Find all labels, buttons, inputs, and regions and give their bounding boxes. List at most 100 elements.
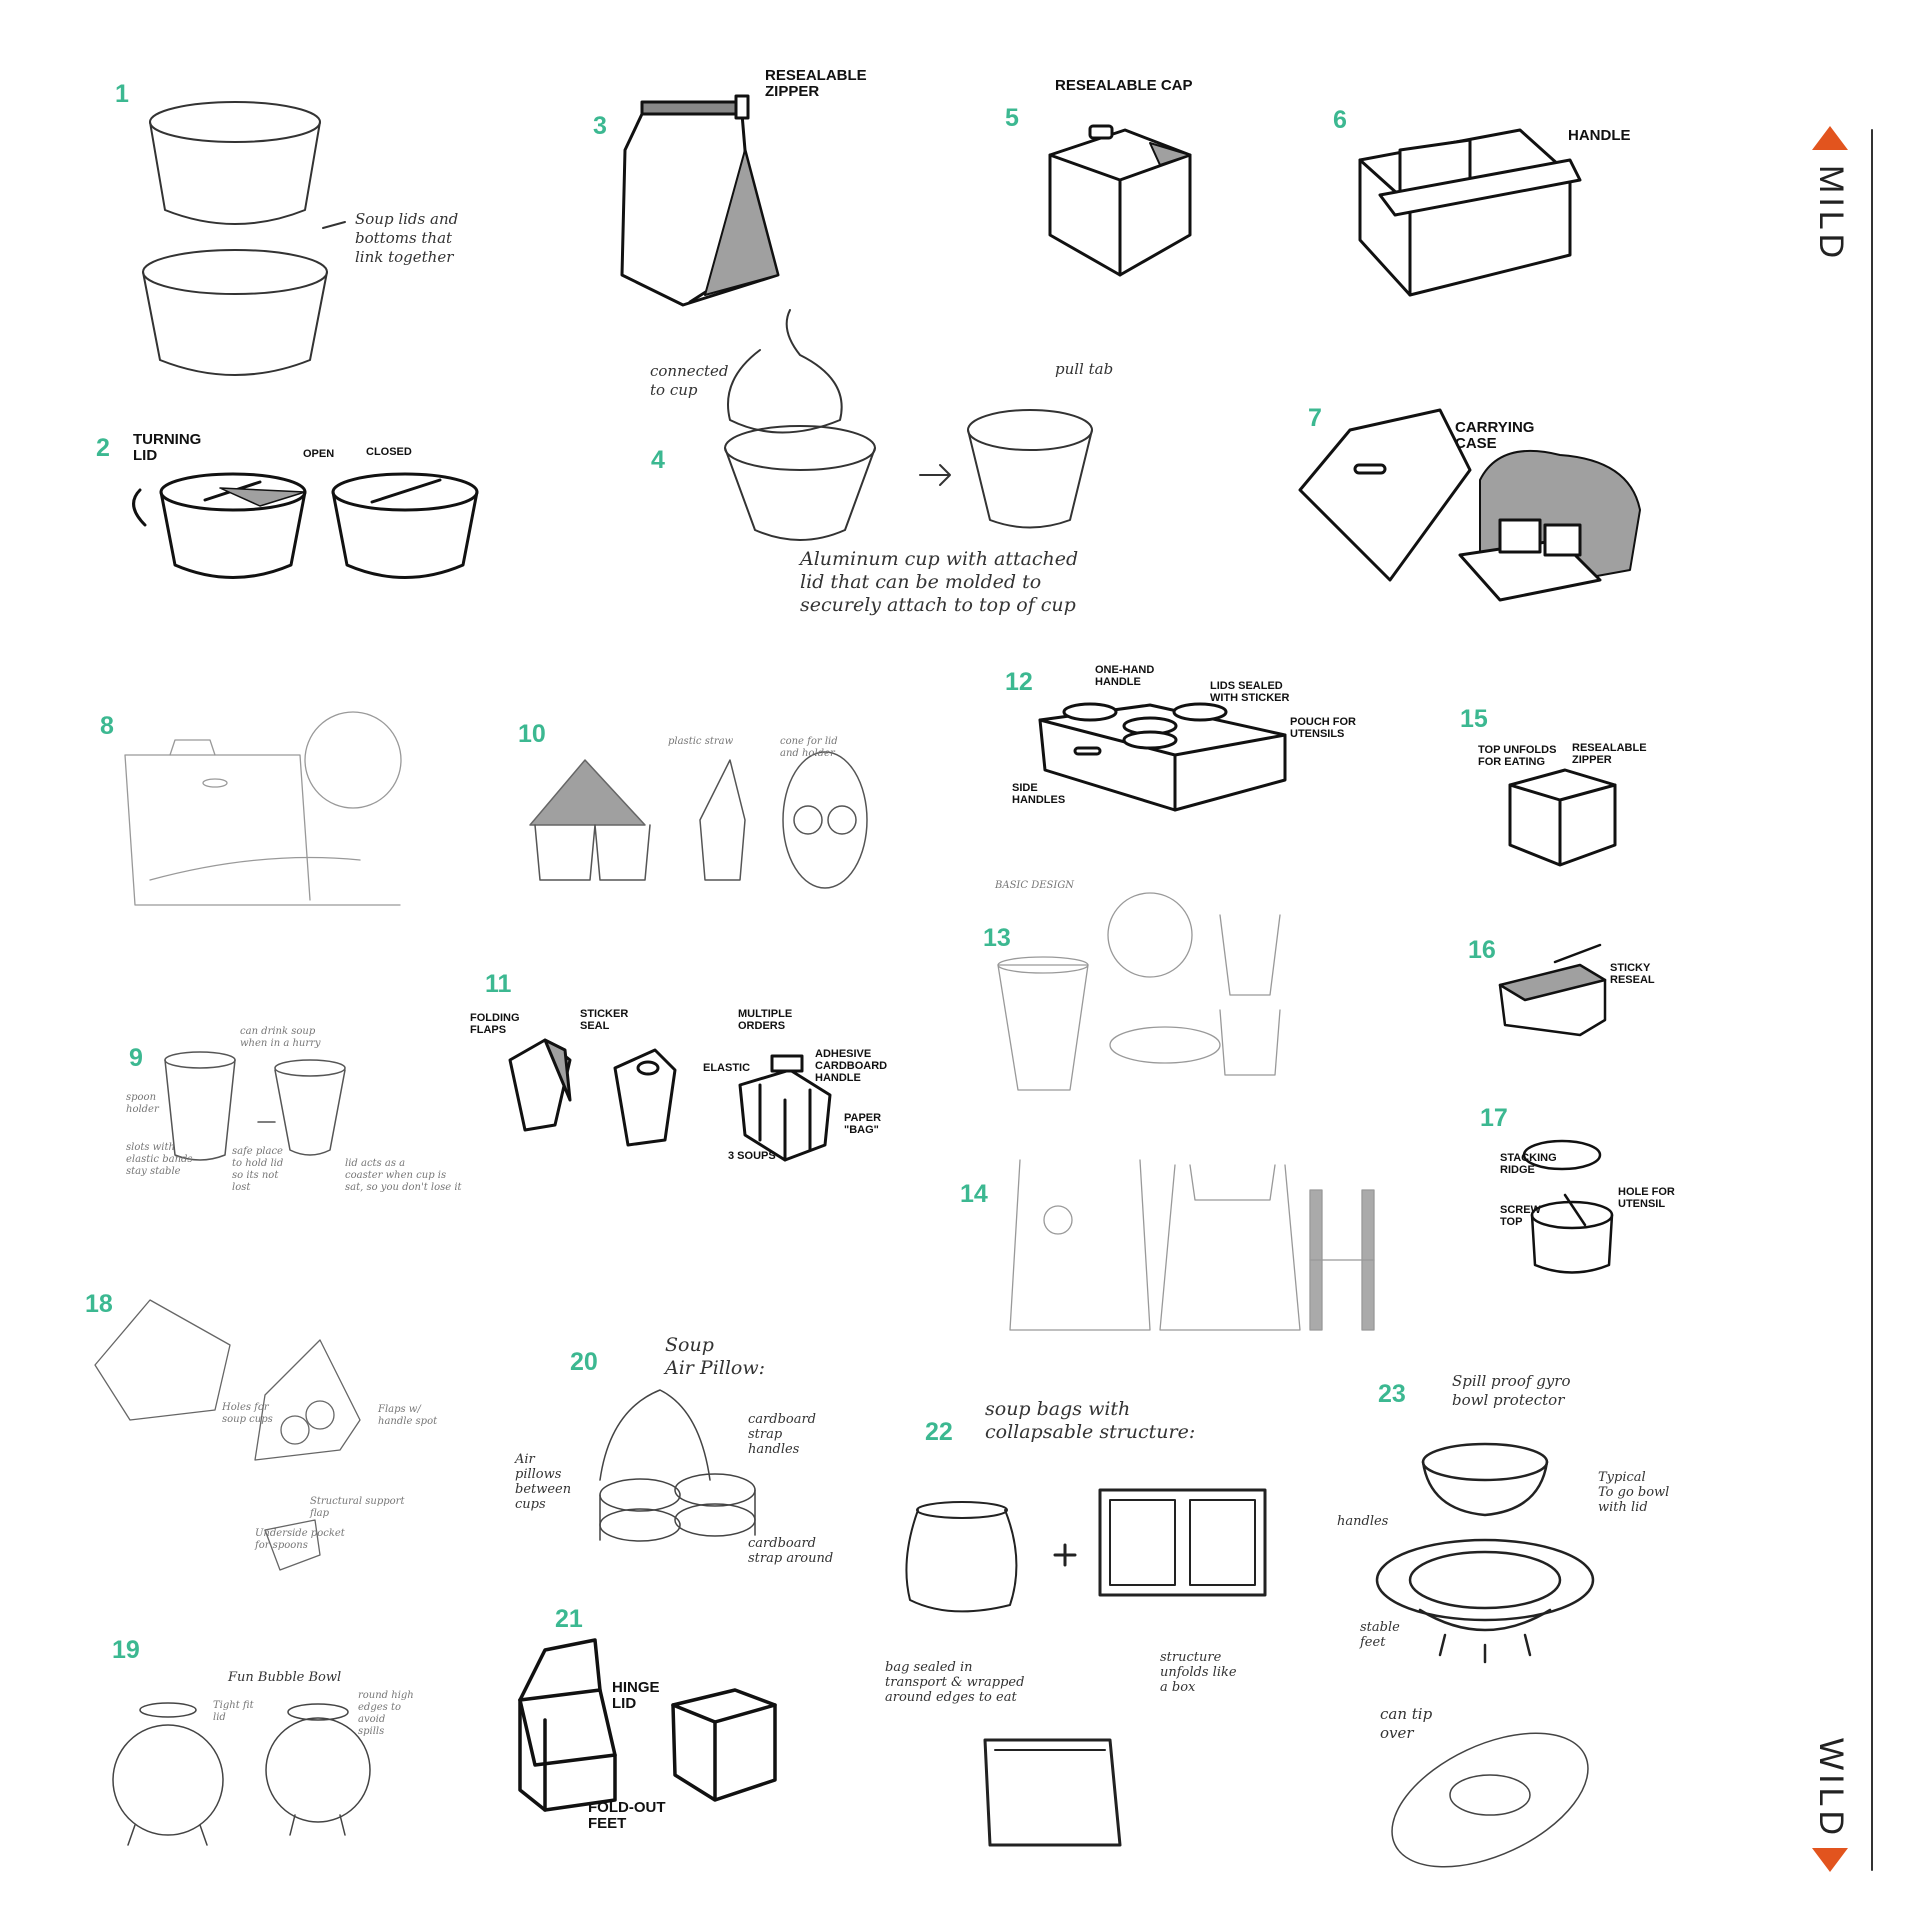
note: soup bags with collapsable structure: [985, 1398, 1196, 1443]
note: lid acts as a coaster when cup is sat, s… [345, 1158, 462, 1193]
idea-number: 4 [651, 446, 665, 474]
sketch-9-travel-cups [164, 1051, 346, 1161]
label: RESEALABLE CAP [1055, 77, 1193, 94]
label: CLOSED [366, 446, 412, 458]
note: stable feet [1360, 1620, 1400, 1650]
idea-number: 8 [100, 712, 114, 740]
note: cone for lid and holder [780, 736, 838, 759]
idea-number: 14 [960, 1180, 988, 1208]
mild-wild-scale [1812, 126, 1873, 1872]
idea-number: 16 [1468, 936, 1496, 964]
note: Holes for soup cups [222, 1402, 273, 1425]
note: pull tab [1055, 360, 1114, 378]
label: STICKER SEAL [580, 1008, 629, 1032]
label: OPEN [303, 448, 335, 460]
note: Spill proof gyro bowl protector [1452, 1372, 1571, 1409]
label: HANDLE [1568, 127, 1631, 144]
label: PAPER "BAG" [844, 1112, 882, 1136]
sketch-2-turning-lid-bowls [132, 472, 479, 579]
idea-number: 1 [115, 80, 129, 108]
note: cardboard strap handles [748, 1412, 817, 1457]
label: SIDE HANDLES [1012, 782, 1066, 806]
idea-number: 22 [925, 1418, 953, 1446]
note: slots with elastic bands stay stable [126, 1142, 193, 1177]
note: Flaps w/ handle spot [378, 1404, 438, 1427]
label: SCREW TOP [1500, 1204, 1541, 1228]
note: Typical To go bowl with lid [1598, 1470, 1670, 1515]
label: MULTIPLE ORDERS [738, 1008, 793, 1032]
sketch-8-paper-bag [124, 711, 402, 906]
note: connected to cup [650, 362, 729, 399]
idea-number: 12 [1005, 668, 1033, 696]
sketch-13-cup-lids [997, 892, 1281, 1091]
idea-number: 13 [983, 924, 1011, 952]
sketch-6-handle-box [1358, 128, 1582, 297]
sketch-3-zipper-bag [620, 94, 780, 307]
sketch-10-cup-carrier [529, 751, 868, 889]
idea-number: 6 [1333, 106, 1347, 134]
idea-number: 18 [85, 1290, 113, 1318]
note: plastic straw [668, 736, 734, 747]
sketch-22-bag-frame [905, 1488, 1267, 1847]
sketch-20-air-pillow [599, 1389, 756, 1542]
idea-number: 11 [485, 970, 512, 998]
idea-number: 3 [593, 112, 607, 140]
mild-label: MILD [1812, 165, 1850, 263]
label: RESEALABLE ZIPPER [765, 67, 867, 100]
idea-number: 5 [1005, 104, 1019, 132]
sketch-18-cup-carrier [94, 1299, 361, 1571]
note: round high edges to avoid spills [358, 1690, 414, 1737]
label: LIDS SEALED WITH STICKER [1210, 680, 1290, 704]
note: Structural support flap [310, 1496, 405, 1519]
sketch-7-carrying-case [1298, 408, 1641, 602]
idea-number: 17 [1480, 1104, 1508, 1132]
label: STICKY RESEAL [1610, 962, 1655, 986]
note: Fun Bubble Bowl [228, 1670, 342, 1685]
note: structure unfolds like a box [1160, 1650, 1237, 1695]
note: spoon holder [126, 1092, 159, 1115]
idea-number: 9 [129, 1044, 143, 1072]
sketch-12-soup-tray [1038, 702, 1287, 812]
sketch-23-gyro-bowl [1375, 1442, 1595, 1868]
label: CARRYING CASE [1455, 419, 1535, 452]
sketch-1-linked-bowls [142, 101, 346, 376]
label: FOLD-OUT FEET [588, 1799, 666, 1832]
note: bag sealed in transport & wrapped around… [885, 1660, 1025, 1705]
note: can tip over [1380, 1705, 1433, 1742]
idea-number: 7 [1308, 404, 1322, 432]
label: 3 SOUPS [728, 1150, 776, 1162]
sketch-5-carton [1048, 124, 1192, 277]
label: FOLDING FLAPS [470, 1012, 520, 1036]
note: safe place to hold lid so its not lost [232, 1146, 284, 1193]
sketch-11-folding-boxes [508, 1038, 832, 1162]
note: Soup lids and bottoms that link together [355, 210, 459, 266]
wild-label: WILD [1812, 1738, 1850, 1839]
label: POUCH FOR UTENSILS [1290, 716, 1356, 740]
note: Soup Air Pillow: [665, 1334, 766, 1379]
sketch-19-bubble-bowls [112, 1702, 371, 1846]
idea-number: 10 [518, 720, 546, 748]
note: handles [1337, 1514, 1389, 1529]
idea-number: 21 [555, 1605, 583, 1633]
label: RESEALABLE ZIPPER [1572, 742, 1647, 766]
label: ELASTIC [703, 1062, 751, 1074]
note: Underside pocket for spoons [255, 1528, 345, 1551]
label: HINGE LID [612, 1679, 660, 1712]
label: ADHESIVE CARDBOARD HANDLE [815, 1048, 888, 1084]
sketch-4-aluminum-cups [724, 309, 1093, 541]
sketch-21-hinge-box [518, 1638, 777, 1812]
note: Air pillows between cups [515, 1452, 572, 1512]
idea-number: 23 [1378, 1380, 1406, 1408]
note: cardboard strap around [748, 1536, 834, 1566]
sketch-15-zip-box [1508, 768, 1617, 867]
idea-number: 2 [96, 434, 110, 462]
note: Tight fit lid [213, 1700, 254, 1723]
label: HOLE FOR UTENSIL [1618, 1186, 1675, 1210]
label: TURNING LID [133, 431, 202, 464]
sketch-17-screw-jar [1522, 1139, 1614, 1274]
label: TOP UNFOLDS FOR EATING [1478, 744, 1557, 768]
label: ONE-HAND HANDLE [1095, 664, 1155, 688]
idea-number: 19 [112, 1636, 140, 1664]
